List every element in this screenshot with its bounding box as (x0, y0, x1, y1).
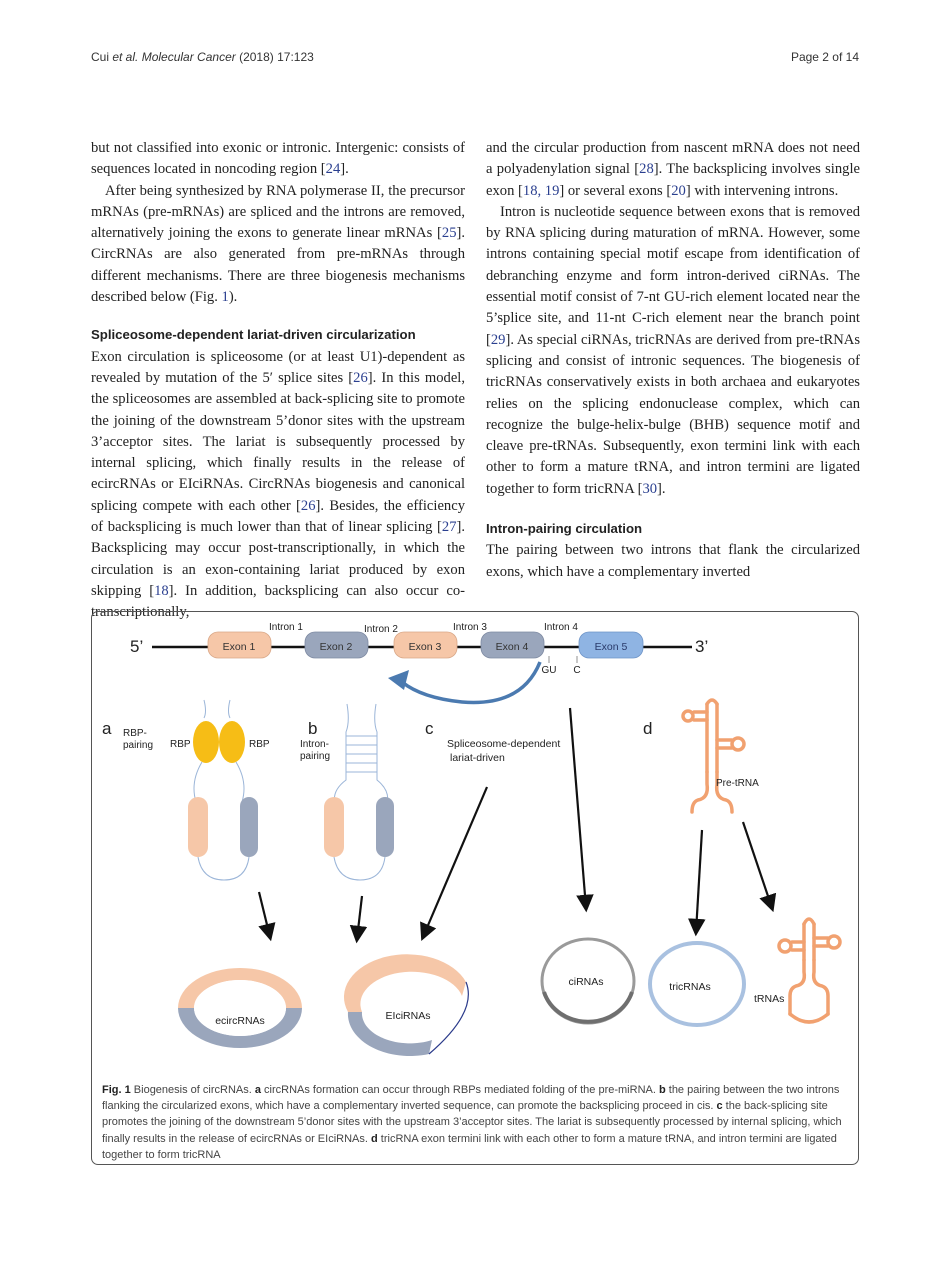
ecircrnas-label: ecircRNAs (215, 1015, 265, 1027)
panel-d-label: d (643, 719, 652, 738)
cirna-circle (540, 937, 636, 1025)
backsplice-arrow (388, 661, 542, 705)
section-heading: Spliceosome-dependent lariat-driven circ… (91, 327, 416, 343)
page-number: Page 2 of 14 (790, 50, 859, 64)
intron-2-label: Intron 2 (364, 624, 398, 635)
intron-3-label: Intron 3 (453, 622, 487, 633)
figure-caption: Fig. 1 Biogenesis of circRNAs. a circRNA… (102, 1082, 850, 1163)
citation-authors: Cui (91, 50, 113, 64)
right-text-column: and the circular production from nascent… (486, 138, 860, 583)
arrow-cirna (568, 707, 594, 913)
rbp-pairing-label: RBP- (123, 728, 147, 739)
paragraph: Exon circulation is spliceosome (or at l… (91, 348, 465, 621)
rbp-pairing-label-2: pairing (123, 740, 153, 751)
figure-1: 5’ 3’ Exon 1 Exon 2 Exon 3 Exon 4 Exon 5… (91, 611, 859, 1165)
panel-a-label: a (102, 719, 112, 738)
caption-b: b (658, 1084, 666, 1096)
exon-5: Exon 5 (578, 631, 644, 659)
gu-label: GU (542, 665, 557, 676)
caption-text: the back-splicing site promotes the join… (102, 1100, 842, 1145)
caption-c: c (716, 1100, 723, 1113)
exon-4-label: Exon 4 (496, 641, 529, 653)
caption-d: d (370, 1132, 378, 1145)
caption-text: the pairing between the two introns flan… (102, 1084, 840, 1113)
exon-1: Exon 1 (207, 631, 272, 659)
intron-4-label: Intron 4 (544, 622, 578, 633)
caption-text: tricRNA exon termini link with each othe… (102, 1132, 837, 1161)
pre-trna-diagram (681, 698, 746, 814)
ecircrna-circle (178, 968, 302, 1048)
intron-pairing-label-2: pairing (300, 751, 330, 762)
arrow-trna (741, 821, 777, 913)
exon-1-label: Exon 1 (223, 641, 256, 653)
spliceosome-label: Spliceosome-dependent (447, 738, 560, 750)
figure-diagram: 5’ 3’ Exon 1 Exon 2 Exon 3 Exon 4 Exon 5… (102, 622, 842, 1057)
intron-pairing-diagram (324, 703, 394, 881)
arrow-b (349, 895, 368, 944)
paragraph: The pairing between two introns that fla… (486, 542, 860, 580)
arrow-tricrna (687, 829, 706, 937)
exon-3: Exon 3 (393, 631, 458, 659)
running-header-citation: Cui et al. Molecular Cancer (2018) 17:12… (91, 50, 314, 64)
paragraph: Intron is nucleotide sequence between ex… (486, 203, 860, 497)
cirnas-label: ciRNAs (568, 976, 603, 988)
citation-volume: (2018) 17:123 (235, 50, 314, 64)
trna-diagram (777, 917, 842, 1024)
citation-journal: Molecular Cancer (141, 50, 236, 64)
pre-trna-label: Pre-tRNA (716, 778, 759, 789)
eicirna-circle (343, 954, 469, 1057)
eicirnas-label: EIciRNAs (386, 1010, 431, 1022)
exon-4: Exon 4 (480, 631, 545, 659)
caption-fig-label: Fig. 1 (102, 1084, 131, 1096)
rbp-label-right: RBP (249, 739, 270, 750)
trnas-label: tRNAs (754, 993, 784, 1005)
caption-text: circRNAs formation can occur through RBP… (260, 1084, 659, 1096)
rbp-label-left: RBP (170, 739, 191, 750)
intron-1-label: Intron 1 (269, 622, 303, 633)
section-heading: Intron-pairing circulation (486, 521, 643, 537)
three-prime-label: 3’ (695, 637, 708, 656)
rbp-pairing-diagram (188, 699, 258, 881)
intron-pairing-label: Intron- (300, 739, 329, 750)
lariat-label: lariat-driven (450, 752, 505, 764)
arrow-a (257, 891, 276, 942)
exon-2: Exon 2 (304, 631, 369, 659)
paragraph: and the circular production from nascent… (486, 140, 860, 199)
paragraph: After being synthesized by RNA polymeras… (91, 182, 465, 306)
caption-a: a (254, 1084, 261, 1096)
exon-2-label: Exon 2 (320, 641, 353, 653)
citation-etal: et al. (112, 50, 139, 64)
exon-5-label: Exon 5 (595, 641, 628, 653)
five-prime-label: 5’ (130, 637, 143, 656)
panel-b-label: b (308, 719, 317, 738)
caption-text: Biogenesis of circRNAs. (130, 1084, 255, 1096)
paragraph: but not classified into exonic or intron… (91, 140, 465, 178)
left-text-column: but not classified into exonic or intron… (91, 138, 465, 624)
tricrna-circle (648, 941, 746, 1027)
exon-3-label: Exon 3 (409, 641, 442, 653)
panel-c-label: c (425, 719, 434, 738)
c-label: C (573, 665, 580, 676)
tricrnas-label: tricRNAs (669, 981, 710, 993)
arrow-c (420, 786, 489, 942)
